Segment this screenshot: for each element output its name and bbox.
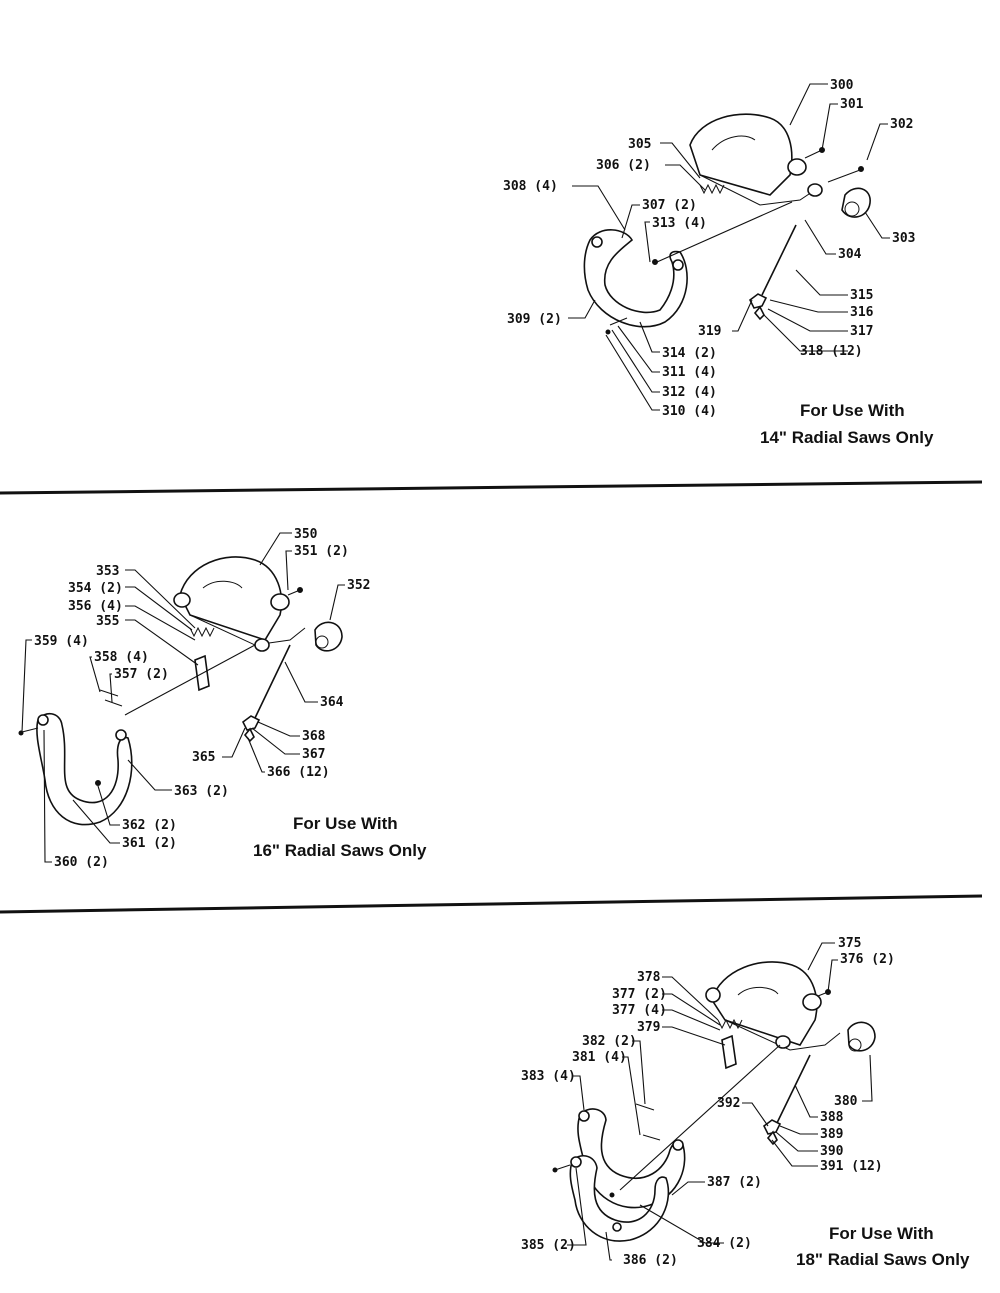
- label-312: 312 (4): [662, 385, 717, 400]
- label-307: 307 (2): [642, 198, 697, 213]
- label-352: 352: [347, 578, 370, 593]
- label-360: 360 (2): [54, 855, 109, 870]
- dust-elbow-352: [314, 621, 343, 652]
- label-376: 376 (2): [840, 952, 895, 967]
- label-377b: 377 (4): [612, 1003, 667, 1018]
- divider-2: [0, 894, 983, 914]
- label-317: 317: [850, 324, 873, 339]
- label-383: 383 (4): [521, 1069, 576, 1084]
- label-302: 302: [890, 117, 913, 132]
- label-353: 353: [96, 564, 119, 579]
- label-311: 311 (4): [662, 365, 717, 380]
- label-388: 388: [820, 1110, 844, 1125]
- label-319: 319: [698, 324, 721, 339]
- label-357: 357 (2): [114, 667, 169, 682]
- label-368: 368: [302, 729, 326, 744]
- label-300: 300: [830, 78, 854, 93]
- label-361: 361 (2): [122, 836, 177, 851]
- upper-guard-350: [179, 556, 283, 641]
- section-18-inch: 375 376 (2) 377 (2) 377 (4) 378 379 380 …: [521, 936, 970, 1269]
- label-358: 358 (4): [94, 650, 149, 665]
- label-375: 375: [838, 936, 861, 951]
- label-382: 382 (2): [582, 1034, 637, 1049]
- label-379: 379: [637, 1020, 660, 1035]
- label-316: 316: [850, 305, 874, 320]
- label-380: 380: [834, 1094, 858, 1109]
- caption-18-line2: 18" Radial Saws Only: [796, 1250, 970, 1269]
- label-314: 314 (2): [662, 346, 717, 361]
- label-363: 363 (2): [174, 784, 229, 799]
- label-350: 350: [294, 527, 318, 542]
- section-16-inch: 350 351 (2) 352 353 354 (2) 355 356 (4) …: [18, 527, 427, 870]
- label-301: 301: [840, 97, 864, 112]
- label-389: 389: [820, 1127, 843, 1142]
- caption-18-line1: For Use With: [829, 1224, 934, 1243]
- section-14-inch: 300 301 302 303 304 305 306 (2) 307 (2) …: [503, 78, 934, 447]
- label-378: 378: [637, 970, 661, 985]
- dust-elbow-380: [847, 1021, 876, 1052]
- label-310: 310 (4): [662, 404, 717, 419]
- upper-guard-375: [711, 961, 818, 1046]
- label-356: 356 (4): [68, 599, 123, 614]
- label-304: 304: [838, 247, 862, 262]
- label-390: 390: [820, 1144, 844, 1159]
- divider-1: [0, 480, 983, 495]
- label-308: 308 (4): [503, 179, 558, 194]
- label-387: 387 (2): [707, 1175, 762, 1190]
- label-306: 306 (2): [596, 158, 651, 173]
- label-355: 355: [96, 614, 119, 629]
- label-359: 359 (4): [34, 634, 89, 649]
- label-367: 367: [302, 747, 325, 762]
- label-391: 391 (12): [820, 1159, 883, 1174]
- label-313: 313 (4): [652, 216, 707, 231]
- caption-16-line2: 16" Radial Saws Only: [253, 841, 427, 860]
- lower-guard-309: [583, 229, 688, 328]
- caption-14-line1: For Use With: [800, 401, 905, 420]
- caption-14-line2: 14" Radial Saws Only: [760, 428, 934, 447]
- label-318: 318 (12): [800, 344, 863, 359]
- label-315: 315: [850, 288, 873, 303]
- label-351: 351 (2): [294, 544, 349, 559]
- label-365: 365: [192, 750, 215, 765]
- label-364: 364: [320, 695, 344, 710]
- label-377a: 377 (2): [612, 987, 667, 1002]
- label-362: 362 (2): [122, 818, 177, 833]
- label-354: 354 (2): [68, 581, 123, 596]
- label-303: 303: [892, 231, 915, 246]
- lower-guard-363: [36, 712, 133, 826]
- upper-guard-300: [689, 113, 793, 196]
- label-386: 386 (2): [623, 1253, 678, 1268]
- label-384: 384 (2): [697, 1236, 752, 1251]
- lower-guard-385: [569, 1155, 670, 1242]
- label-366: 366 (12): [267, 765, 330, 780]
- label-385: 385 (2): [521, 1238, 576, 1253]
- label-381: 381 (4): [572, 1050, 627, 1065]
- label-309: 309 (2): [507, 312, 562, 327]
- label-305: 305: [628, 137, 651, 152]
- label-392: 392: [717, 1096, 740, 1111]
- caption-16-line1: For Use With: [293, 814, 398, 833]
